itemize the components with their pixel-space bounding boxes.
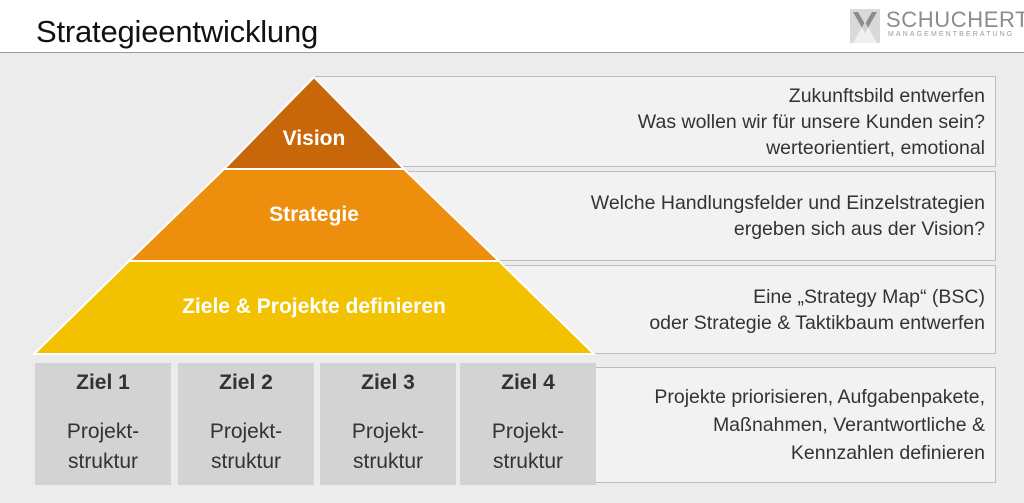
goal-box-1: Ziel 1 Projekt- struktur <box>35 363 171 485</box>
goal-title: Ziel 1 <box>76 371 130 394</box>
goal-subtitle-line: struktur <box>67 450 138 473</box>
description-line: Was wollen wir für unsere Kunden sein? <box>637 110 985 133</box>
pyramid-layer-ziele <box>31 260 597 355</box>
description-line: Eine „Strategy Map“ (BSC) <box>753 285 985 308</box>
goal-title: Ziel 3 <box>361 371 415 394</box>
description-line: Projekte priorisieren, Aufgabenpakete, <box>654 386 985 408</box>
goal-subtitle-line: Projekt- <box>351 420 425 443</box>
goal-subtitle: Projekt- struktur <box>320 417 456 477</box>
layer-label-vision: Vision <box>282 127 346 150</box>
goal-box-4: Ziel 4 Projekt- struktur <box>460 363 596 485</box>
logo-name: SCHUCHERT <box>886 7 1024 32</box>
description-line: oder Strategie & Taktikbaum entwerfen <box>649 311 985 334</box>
logo-subtitle: MANAGEMENTBERATUNG <box>888 31 1015 38</box>
layer-label-strategie: Strategie <box>269 203 359 226</box>
goal-box-3: Ziel 3 Projekt- struktur <box>320 363 456 485</box>
layer-label-ziele: Ziele & Projekte definieren <box>182 295 446 318</box>
description-line: werteorientiert, emotional <box>766 136 985 159</box>
pyramid-layer-vision <box>221 75 407 170</box>
vision-description: Zukunftsbild entwerfen Was wollen wir fü… <box>315 76 996 167</box>
pyramid <box>31 75 597 355</box>
goal-subtitle: Projekt- struktur <box>35 417 171 477</box>
goal-title: Ziel 2 <box>219 371 273 394</box>
header: Strategieentwicklung SCHUCHERT MANAGEMEN… <box>0 0 1024 53</box>
description-line: Welche Handlungsfelder und Einzelstrateg… <box>590 192 985 214</box>
goal-subtitle-line: struktur <box>210 450 281 473</box>
goal-subtitle: Projekt- struktur <box>178 417 314 477</box>
goal-box-2: Ziel 2 Projekt- struktur <box>178 363 314 485</box>
goal-subtitle-line: struktur <box>352 450 423 473</box>
page-title: Strategieentwicklung <box>36 14 319 49</box>
goal-subtitle-line: Projekt- <box>491 420 565 443</box>
diagram-area: Zukunftsbild entwerfen Was wollen wir fü… <box>0 53 1024 503</box>
company-logo: SCHUCHERT MANAGEMENTBERATUNG <box>850 7 1024 45</box>
description-line: Kennzahlen definieren <box>790 442 985 464</box>
goal-title: Ziel 4 <box>501 371 555 394</box>
description-line: Zukunftsbild entwerfen <box>788 84 985 107</box>
goal-subtitle-line: Projekt- <box>209 420 283 443</box>
projekte-description: Projekte priorisieren, Aufgabenpakete, M… <box>590 367 996 483</box>
description-line: Maßnahmen, Verantwortliche & <box>712 414 985 436</box>
goal-subtitle-line: struktur <box>492 450 563 473</box>
goal-subtitle: Projekt- struktur <box>460 417 596 477</box>
v-chevron-logo-icon <box>850 9 880 43</box>
goal-subtitle-line: Projekt- <box>66 420 140 443</box>
description-line: ergeben sich aus der Vision? <box>733 218 985 240</box>
